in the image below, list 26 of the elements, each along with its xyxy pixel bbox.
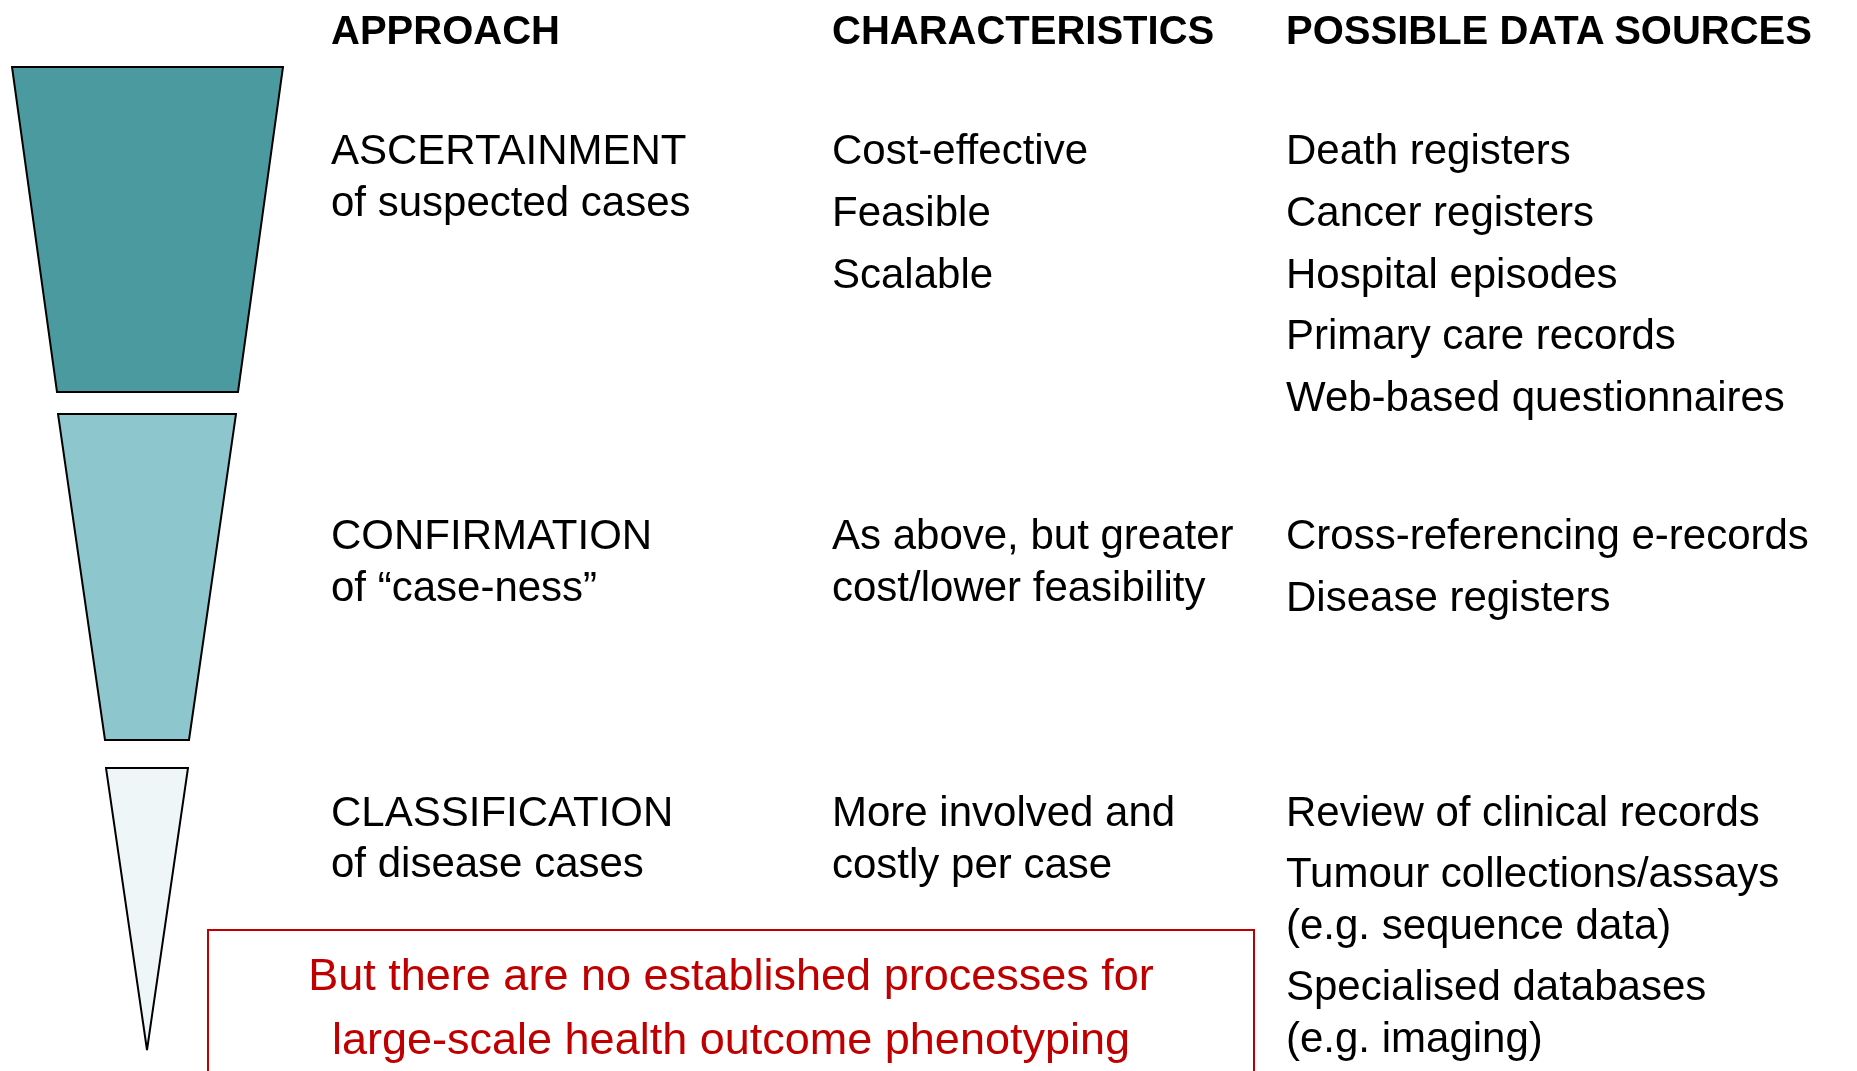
data-source-text: Specialised databases (e.g. imaging) bbox=[1286, 961, 1708, 1063]
characteristic-text: As above, but greater cost/lower feasibility bbox=[832, 510, 1235, 612]
characteristic-text: Cost-effective bbox=[832, 125, 1088, 175]
approach-text: CLASSIFICATION bbox=[331, 787, 674, 837]
data-source-text: Cancer registers bbox=[1286, 187, 1595, 237]
data-source-text: Hospital episodes bbox=[1286, 249, 1618, 299]
characteristic-text: More involved and costly per case bbox=[832, 787, 1177, 889]
data-source-text: Web-based questionnaires bbox=[1286, 372, 1785, 422]
note-box bbox=[207, 929, 1255, 1071]
data-source-text: Review of clinical records bbox=[1286, 787, 1760, 837]
note-text: But there are no established processes for large-scale health outcome phenotyping bbox=[307, 948, 1155, 1066]
column-header: APPROACH bbox=[331, 7, 560, 54]
data-source-text: Tumour collections/assays (e.g. sequence data) bbox=[1286, 848, 1781, 950]
approach-text: of “case-ness” bbox=[331, 562, 598, 612]
data-source-text: Cross-referencing e-records bbox=[1286, 510, 1809, 560]
approach-text: of disease cases bbox=[331, 838, 644, 888]
data-source-text: Death registers bbox=[1286, 125, 1571, 175]
approach-text: ASCERTAINMENT bbox=[331, 125, 687, 175]
data-source-text: Disease registers bbox=[1286, 572, 1611, 622]
data-source-text: Primary care records bbox=[1286, 310, 1676, 360]
approach-text: CONFIRMATION bbox=[331, 510, 653, 560]
approach-text: of suspected cases bbox=[331, 177, 691, 227]
column-header: CHARACTERISTICS bbox=[832, 7, 1215, 54]
column-header: POSSIBLE DATA SOURCES bbox=[1286, 7, 1812, 54]
characteristic-text: Scalable bbox=[832, 249, 994, 299]
characteristic-text: Feasible bbox=[832, 187, 991, 237]
